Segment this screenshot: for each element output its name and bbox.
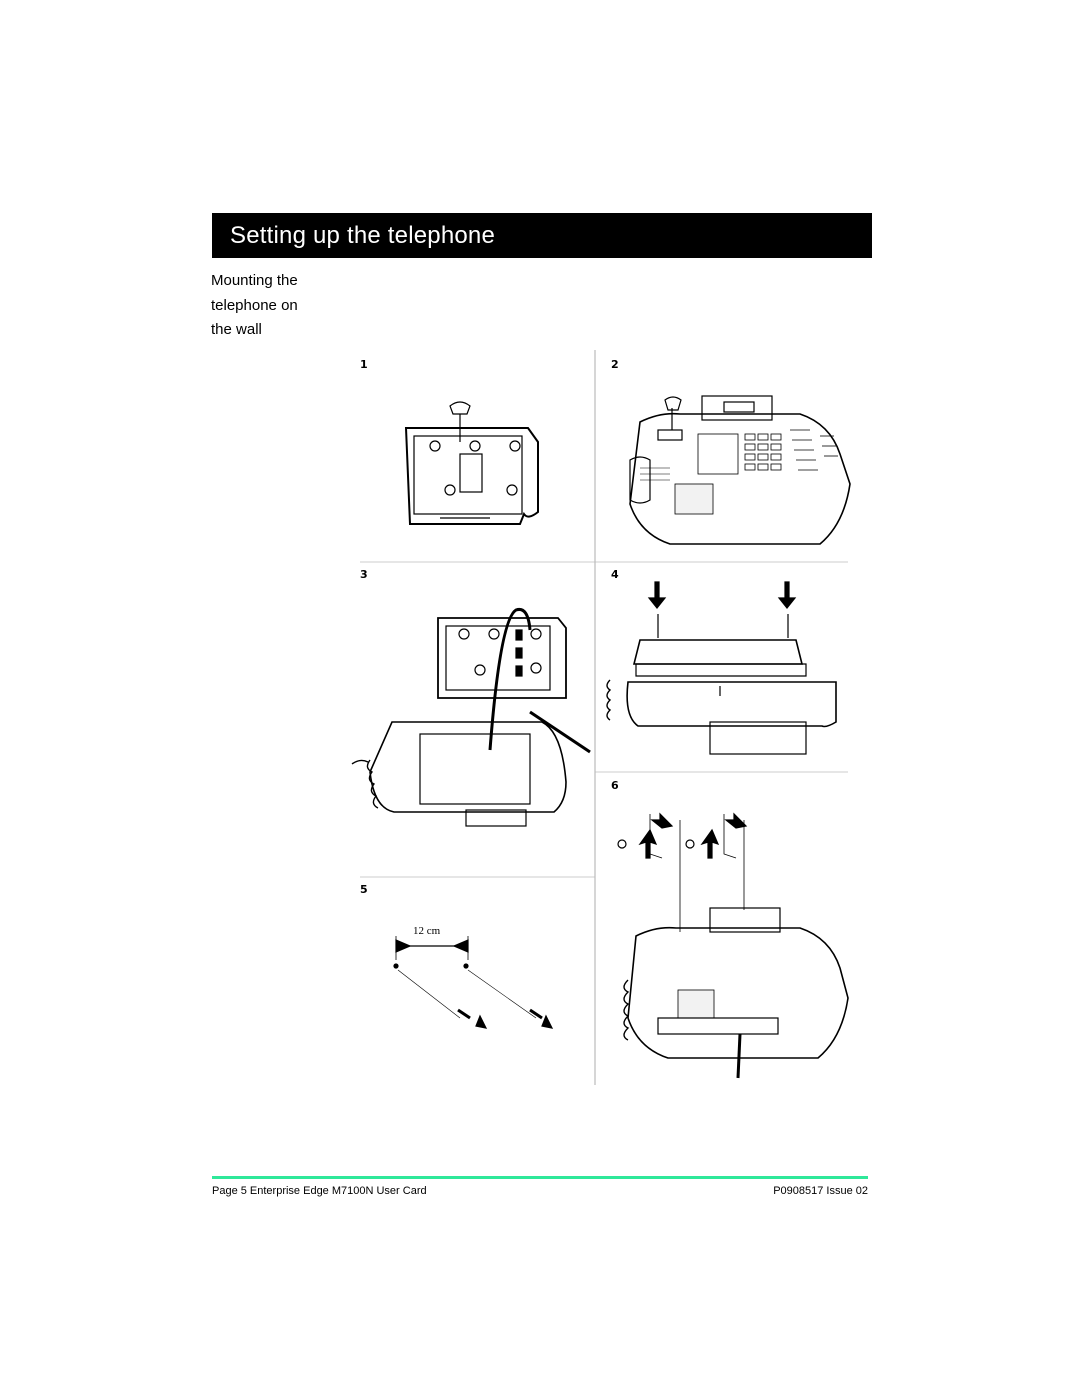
step-3-cord-drawing — [351, 607, 591, 827]
section-label-line: Mounting the — [211, 272, 298, 289]
section-label: Mounting the telephone on the wall — [211, 269, 341, 343]
footer-page-info: Page 5 Enterprise Edge M7100N User Card — [212, 1185, 427, 1197]
step-4-number: 4 — [611, 568, 619, 581]
step-1-bracket-drawing — [404, 401, 539, 525]
section-label-line: the wall — [211, 321, 262, 338]
step-6-phone-drawing — [617, 812, 849, 1079]
step-6-number: 6 — [611, 779, 619, 792]
section-label-line: telephone on — [211, 296, 298, 314]
step-5-number: 5 — [360, 883, 368, 896]
footer-rule — [212, 1176, 868, 1179]
step-2-number: 2 — [611, 358, 619, 371]
step-2-phone-drawing — [629, 395, 851, 545]
page-title: Setting up the telephone — [230, 222, 496, 249]
step-5-screws-drawing — [393, 936, 554, 1029]
title-banner: Setting up the telephone — [212, 213, 872, 258]
footer-issue: P0908517 Issue 02 — [773, 1185, 868, 1197]
step-1-number: 1 — [360, 358, 368, 371]
step-5-dimension: 12 cm — [413, 925, 441, 937]
step-3-number: 3 — [360, 568, 368, 581]
step-4-bracket-drawing — [606, 581, 837, 755]
wall-mount-illustration: 12 cm — [340, 350, 860, 1090]
